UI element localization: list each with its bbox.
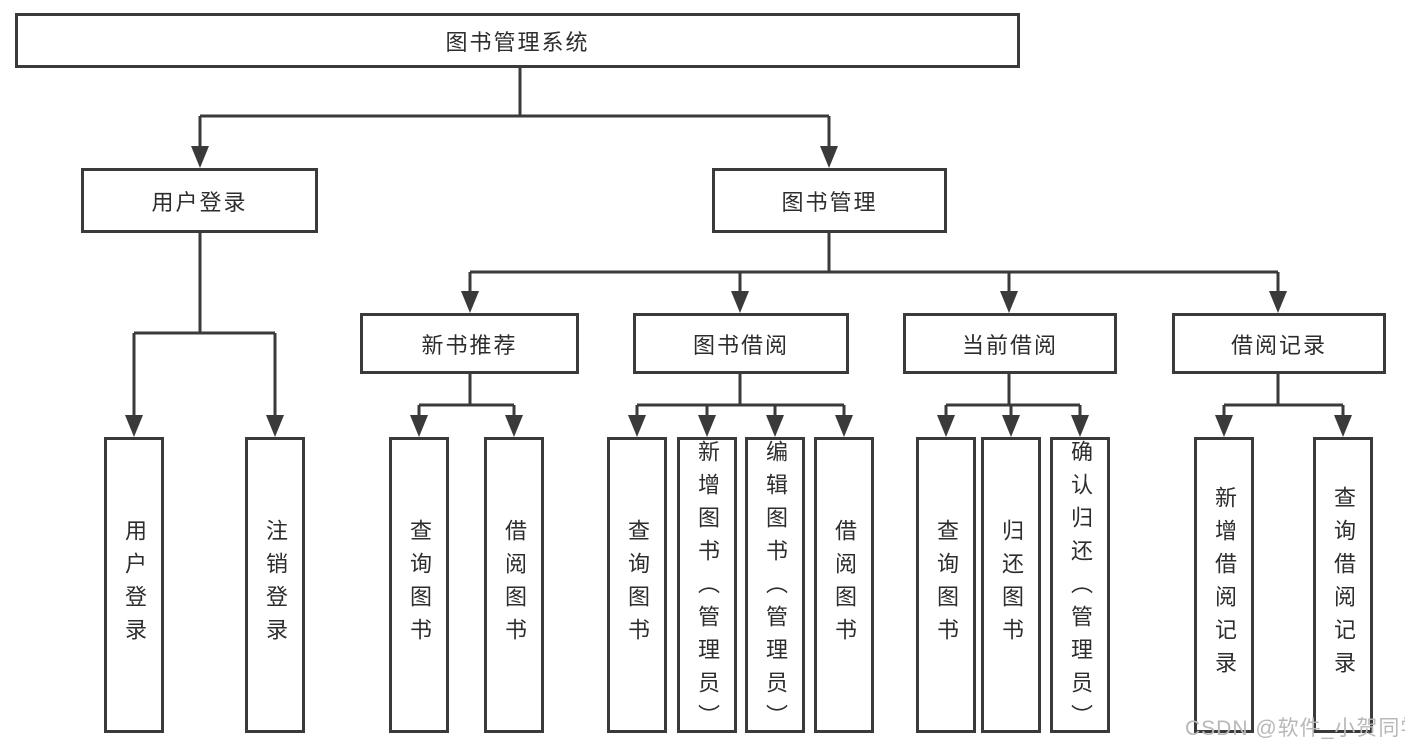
leaf-query-books-2: 查询图书 <box>607 437 667 733</box>
leaf-user-login: 用户登录 <box>104 437 164 733</box>
node-user-login-group: 用户登录 <box>81 168 318 233</box>
leaf-add-borrow-record: 新增借阅记录 <box>1194 437 1254 733</box>
leaf-edit-book-admin-label: 编辑图书（管理员） <box>763 440 788 737</box>
node-book-management-group-label: 图书管理 <box>781 189 878 215</box>
leaf-add-book-admin-label: 新增图书（管理员） <box>695 440 720 737</box>
node-system-root: 图书管理系统 <box>15 13 1020 68</box>
leaf-query-books-2-label: 查询图书 <box>625 519 650 651</box>
leaf-borrow-books-1-label: 借阅图书 <box>502 519 527 651</box>
node-user-login-group-label: 用户登录 <box>151 189 248 215</box>
csdn-watermark: CSDN @软件_小贺同学 <box>1185 717 1405 740</box>
leaf-edit-book-admin: 编辑图书（管理员） <box>745 437 805 737</box>
node-book-borrowing: 图书借阅 <box>633 313 849 374</box>
node-system-root-label: 图书管理系统 <box>445 29 590 55</box>
node-book-management-group: 图书管理 <box>712 168 947 233</box>
node-new-book-recommendation-label: 新书推荐 <box>421 332 518 358</box>
node-new-book-recommendation: 新书推荐 <box>360 313 579 374</box>
leaf-user-login-label: 用户登录 <box>122 519 147 651</box>
leaf-logout-label: 注销登录 <box>263 519 288 651</box>
leaf-query-books-1-label: 查询图书 <box>407 519 432 651</box>
leaf-query-books-1: 查询图书 <box>389 437 449 733</box>
leaf-borrow-books-2-label: 借阅图书 <box>832 519 857 651</box>
node-book-borrowing-label: 图书借阅 <box>692 332 789 358</box>
leaf-confirm-return-admin: 确认归还（管理员） <box>1050 437 1110 737</box>
leaf-borrow-books-1: 借阅图书 <box>484 437 544 733</box>
node-current-borrowing: 当前借阅 <box>903 313 1117 374</box>
leaf-return-books-label: 归还图书 <box>999 519 1024 651</box>
leaf-query-books-3-label: 查询图书 <box>934 519 959 651</box>
node-borrowing-records-label: 借阅记录 <box>1230 332 1327 358</box>
leaf-confirm-return-admin-label: 确认归还（管理员） <box>1068 440 1093 737</box>
leaf-query-borrow-record-label: 查询借阅记录 <box>1331 486 1356 684</box>
leaf-query-borrow-record: 查询借阅记录 <box>1313 437 1373 733</box>
leaf-add-borrow-record-label: 新增借阅记录 <box>1212 486 1237 684</box>
node-borrowing-records: 借阅记录 <box>1172 313 1386 374</box>
leaf-query-books-3: 查询图书 <box>916 437 976 733</box>
leaf-logout: 注销登录 <box>245 437 305 733</box>
node-current-borrowing-label: 当前借阅 <box>961 332 1058 358</box>
leaf-add-book-admin: 新增图书（管理员） <box>677 437 737 737</box>
leaf-return-books: 归还图书 <box>981 437 1041 733</box>
leaf-borrow-books-2: 借阅图书 <box>814 437 874 733</box>
